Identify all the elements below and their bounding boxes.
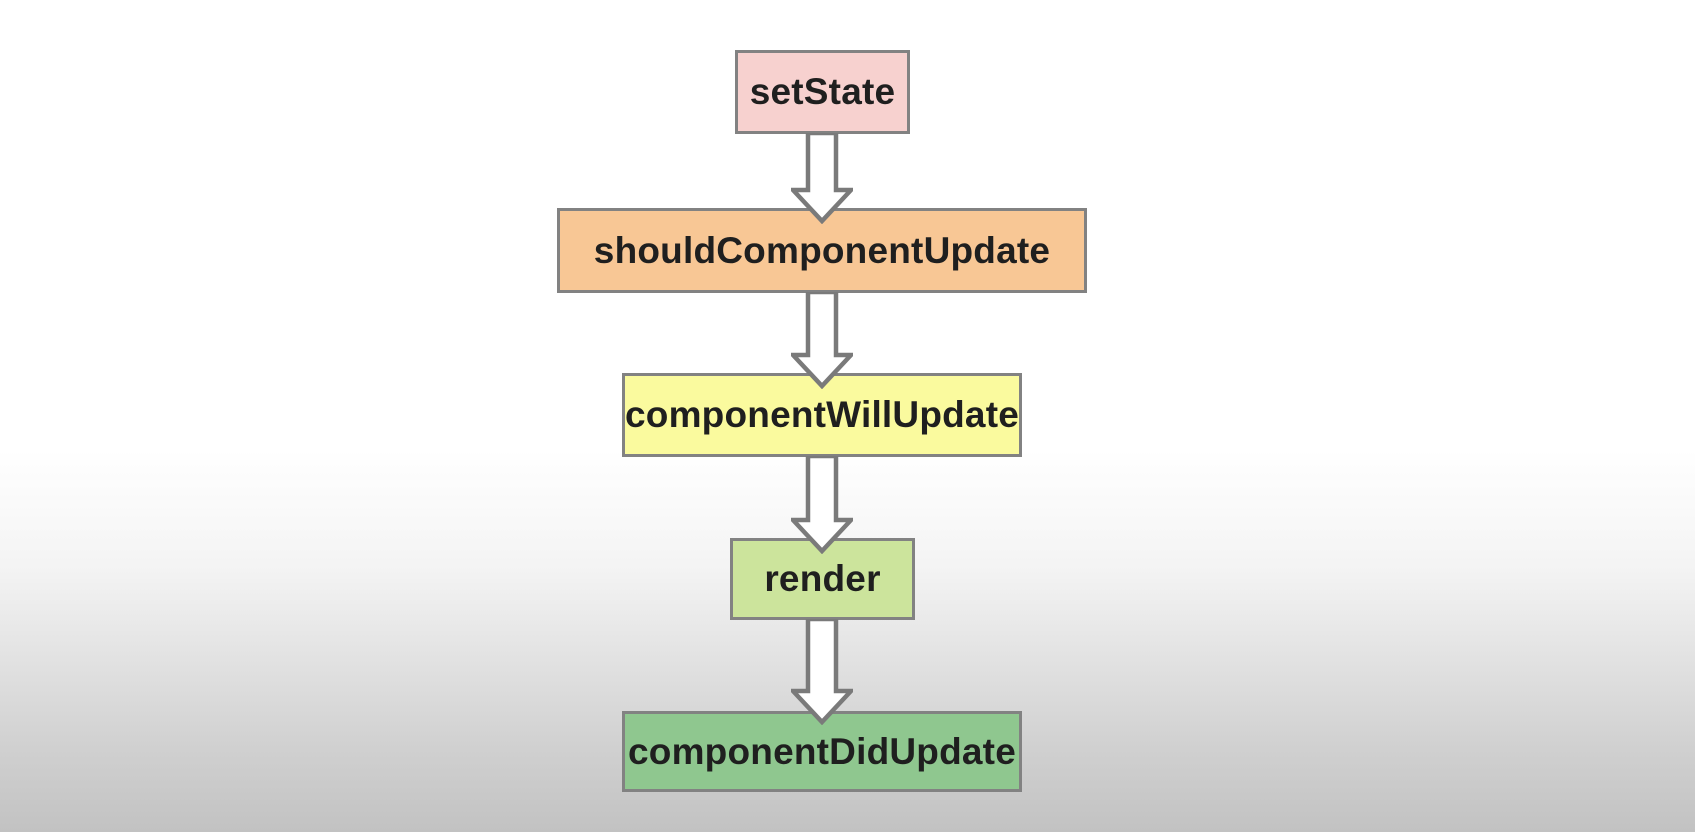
node-setstate: setState bbox=[735, 50, 910, 134]
node-componentdidupdate-label: componentDidUpdate bbox=[628, 730, 1016, 772]
down-arrow-icon-4 bbox=[791, 619, 853, 725]
node-render-label: render bbox=[764, 558, 881, 599]
node-setstate-label: setState bbox=[749, 71, 896, 112]
down-arrow-icon-2 bbox=[791, 292, 853, 389]
down-arrow-icon-1 bbox=[791, 133, 853, 224]
node-render: render bbox=[730, 538, 915, 620]
node-shouldcomponentupdate-label: shouldComponentUpdate bbox=[593, 229, 1051, 271]
node-componentwillupdate-label: componentWillUpdate bbox=[624, 394, 1020, 435]
down-arrow-icon-3 bbox=[791, 456, 853, 554]
